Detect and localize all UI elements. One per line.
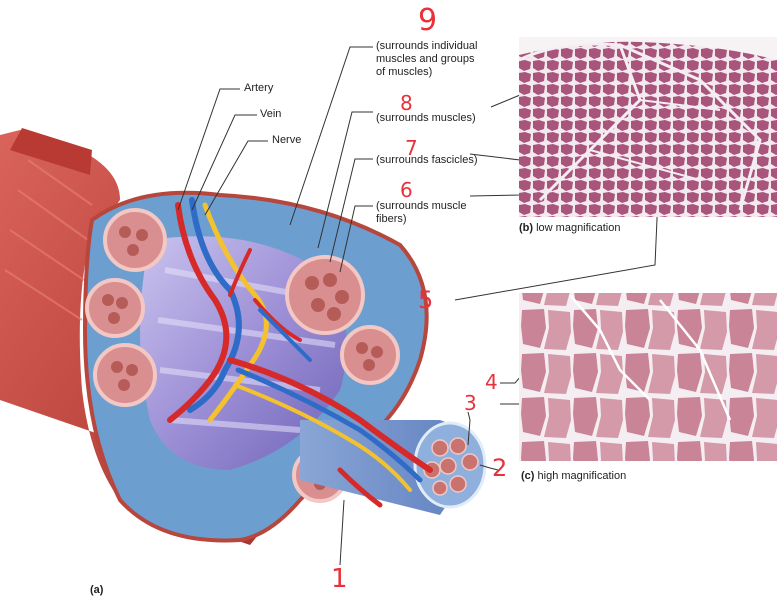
fascicle [103, 208, 167, 272]
caption-c-text: high magnification [537, 470, 627, 482]
vein-vessel [187, 197, 242, 413]
caption-high-magnification: (c) high magnification [521, 470, 626, 483]
micrograph-low-magnification [518, 37, 777, 217]
label-perimysium-outer: (surrounds muscles) [376, 112, 476, 124]
label-nerve: Nerve [272, 134, 302, 146]
whole-muscle [0, 128, 290, 545]
handwritten-number-5: 5 [418, 286, 434, 314]
label-endomysium-line2: fibers) [376, 213, 407, 225]
label-epimysium-description: (surrounds individual muscles and groups… [376, 40, 478, 79]
label-perimysium: (surrounds fascicles) [376, 154, 478, 166]
handwritten-number-8: 8 [400, 91, 413, 115]
label-vein: Vein [260, 108, 282, 120]
label-epimysium-line3: of muscles) [376, 66, 433, 78]
fascicle [85, 278, 145, 338]
artery-vessel [167, 202, 230, 423]
blood-vessels-and-nerves [167, 197, 433, 508]
caption-c-letter: (c) [521, 470, 535, 482]
label-epimysium-line2: muscles and groups [376, 53, 475, 65]
nerve-fiber [202, 202, 269, 423]
handwritten-number-3: 3 [464, 391, 477, 415]
handwritten-number-9: 9 [418, 3, 438, 38]
fascicle [285, 255, 365, 335]
label-artery: Artery [244, 82, 274, 94]
handwritten-number-7: 7 [405, 136, 418, 160]
handwritten-number-4: 4 [485, 370, 498, 394]
micrograph-high-magnification [519, 293, 777, 461]
caption-b-text: low magnification [536, 222, 621, 234]
caption-low-magnification: (b) low magnification [519, 222, 620, 235]
label-endomysium-line1: (surrounds muscle [376, 200, 467, 212]
fascicles [85, 208, 400, 503]
panel-a-label: (a) [90, 584, 104, 596]
label-endomysium: (surrounds muscle fibers) [376, 200, 466, 226]
caption-b-letter: (b) [519, 222, 534, 234]
handwritten-number-2: 2 [492, 454, 508, 482]
handwritten-number-1: 1 [331, 564, 348, 594]
fascicle [93, 343, 157, 407]
fascicle [340, 325, 400, 385]
label-epimysium-line1: (surrounds individual [376, 40, 478, 52]
handwritten-number-6: 6 [400, 178, 413, 202]
